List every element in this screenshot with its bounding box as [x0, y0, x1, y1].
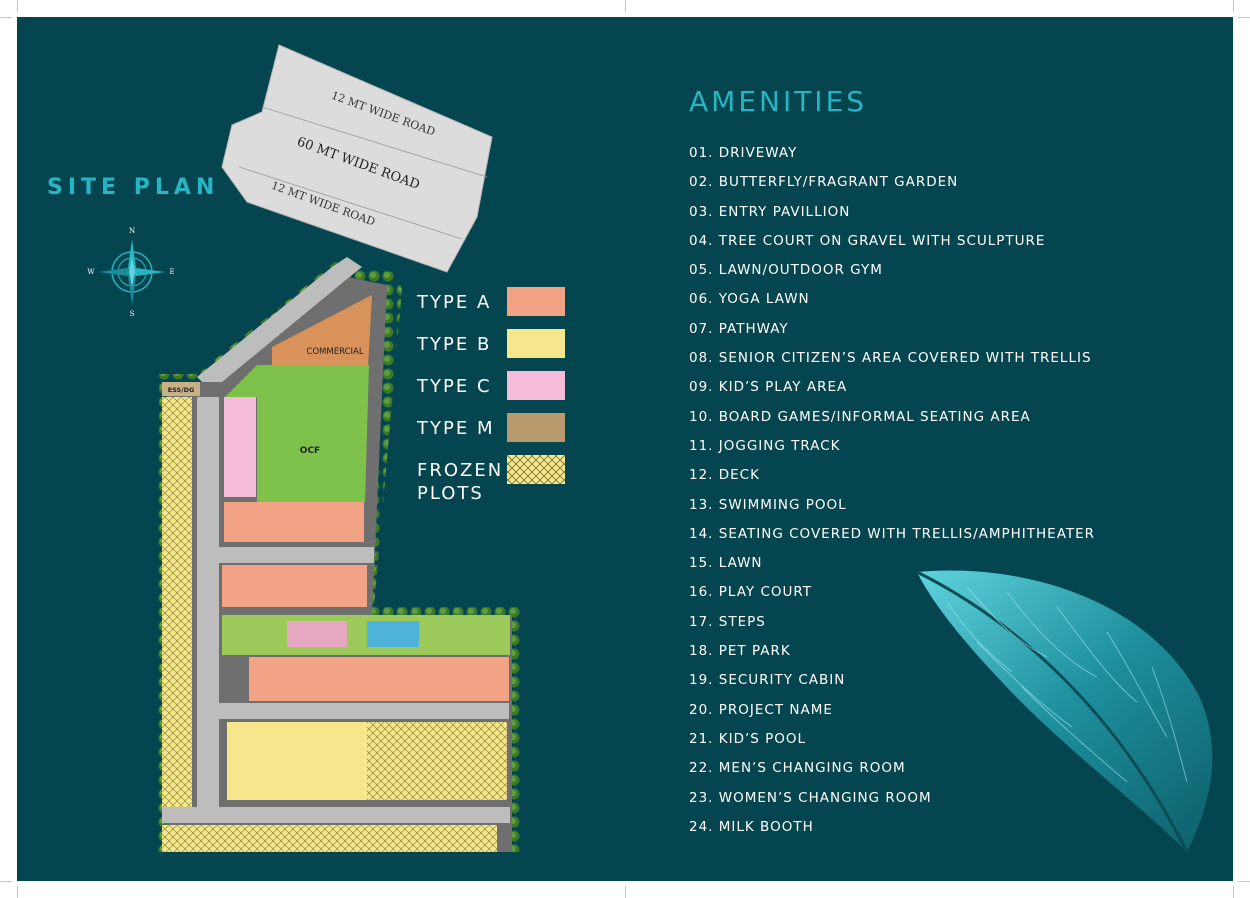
amenity-item: 01. DRIVEWAY — [689, 145, 798, 161]
compass-w-label: W — [87, 268, 95, 276]
crop-mark — [17, 0, 18, 12]
amenity-item: 07. PATHWAY — [689, 320, 789, 337]
legend-row: TYPE A — [417, 287, 577, 319]
legend-row: TYPE B — [417, 329, 577, 361]
compass-e-label: E — [169, 268, 174, 276]
amenity-item: 16. PLAY COURT — [689, 584, 813, 601]
amenity-item: 19. SECURITY CABIN — [689, 672, 846, 689]
crop-mark — [0, 881, 12, 882]
legend-label: TYPE B — [417, 334, 492, 355]
amenity-item: 06. YOGA LAWN — [689, 291, 810, 308]
amenity-court — [287, 621, 347, 647]
legend-swatch — [507, 413, 565, 442]
amenity-item: 11. JOGGING TRACK — [689, 437, 841, 454]
amenity-item: 04. TREE COURT ON GRAVEL WITH SCULPTURE — [689, 232, 1046, 249]
compass-s-label: S — [130, 310, 135, 317]
crop-mark — [625, 886, 626, 898]
type-a-block — [222, 565, 367, 607]
legend-swatch — [507, 287, 565, 316]
internal-road — [162, 807, 510, 823]
crop-mark — [17, 886, 18, 898]
amenity-item: 05. LAWN/OUTDOOR GYM — [689, 262, 883, 279]
swimming-pool — [367, 621, 419, 647]
crop-mark — [0, 17, 12, 18]
crop-mark — [625, 0, 626, 12]
legend-row: TYPE C — [417, 371, 577, 403]
amenity-item: 18. PET PARK — [689, 643, 791, 660]
legend-row: FROZEN PLOTS — [417, 455, 577, 507]
site-plan-title: SITE PLAN — [47, 175, 220, 200]
amenity-item: 20. PROJECT NAME — [689, 701, 833, 718]
ocf-label: OCF — [300, 446, 320, 456]
amenity-item: 23. WOMEN’S CHANGING ROOM — [689, 789, 932, 806]
amenity-item: 08. SENIOR CITIZEN’S AREA COVERED WITH T… — [689, 350, 1092, 367]
legend-label: FROZEN PLOTS — [417, 460, 504, 504]
amenities-list: 01. DRIVEWAY 02. BUTTERFLY/FRAGRANT GARD… — [689, 139, 1095, 842]
crop-mark — [1233, 886, 1234, 898]
legend-label: TYPE C — [417, 376, 492, 397]
commercial-label: COMMERCIAL — [306, 347, 363, 357]
amenities-title: AMENITIES — [689, 85, 868, 118]
amenity-item: 09. KID’S PLAY AREA — [689, 379, 848, 396]
amenity-item: 02. BUTTERFLY/FRAGRANT GARDEN — [689, 174, 959, 191]
commercial-zone — [272, 295, 372, 385]
amenity-item: 12. DECK — [689, 467, 760, 484]
amenity-item: 24. MILK BOOTH — [689, 818, 814, 835]
amenity-item: 10. BOARD GAMES/INFORMAL SEATING AREA — [689, 408, 1031, 425]
ess-dg-label: ESS/DG — [168, 386, 195, 394]
type-b-block — [227, 722, 367, 800]
internal-road — [197, 397, 219, 807]
legend-swatch — [507, 329, 565, 358]
brochure-panel: SITE PLAN N S E W 12 — [17, 17, 1233, 881]
crop-mark — [1238, 17, 1250, 18]
internal-road — [219, 547, 374, 563]
amenity-item: 17. STEPS — [689, 613, 766, 630]
frozen-plots-bottom — [162, 825, 497, 852]
type-c-block — [224, 397, 256, 497]
internal-road — [219, 703, 509, 719]
site-plan-map: 12 MT WIDE ROAD 60 MT WIDE ROAD 12 MT WI… — [157, 44, 522, 852]
amenity-item: 03. ENTRY PAVILLION — [689, 203, 851, 220]
amenity-item: 14. SEATING COVERED WITH TRELLIS/AMPHITH… — [689, 525, 1096, 542]
amenity-item: 22. MEN’S CHANGING ROOM — [689, 760, 906, 777]
frozen-plots-west — [162, 397, 192, 807]
ocf-zone — [225, 365, 369, 502]
compass-icon: N S E W — [87, 227, 174, 317]
amenity-zone — [222, 615, 510, 655]
legend-swatch-hatched — [507, 455, 565, 484]
legend-label: TYPE A — [417, 292, 492, 313]
legend-label: TYPE M — [417, 418, 495, 439]
crop-mark — [1233, 0, 1234, 12]
type-a-block — [249, 657, 509, 701]
ess-dg-block — [162, 382, 200, 396]
crop-mark — [1238, 881, 1250, 882]
leaf-illustration — [916, 570, 1213, 853]
type-a-block — [224, 502, 364, 542]
legend-row: TYPE M — [417, 413, 577, 445]
legend-swatch — [507, 371, 565, 400]
access-road — [197, 257, 362, 382]
frozen-plots-south — [367, 722, 507, 800]
road-sheet: 12 MT WIDE ROAD 60 MT WIDE ROAD 12 MT WI… — [221, 44, 493, 273]
amenity-item: 21. KID’S POOL — [689, 730, 807, 747]
amenity-item: 15. LAWN — [689, 555, 763, 572]
amenity-item: 13. SWIMMING POOL — [689, 496, 847, 513]
compass-n-label: N — [129, 227, 135, 235]
